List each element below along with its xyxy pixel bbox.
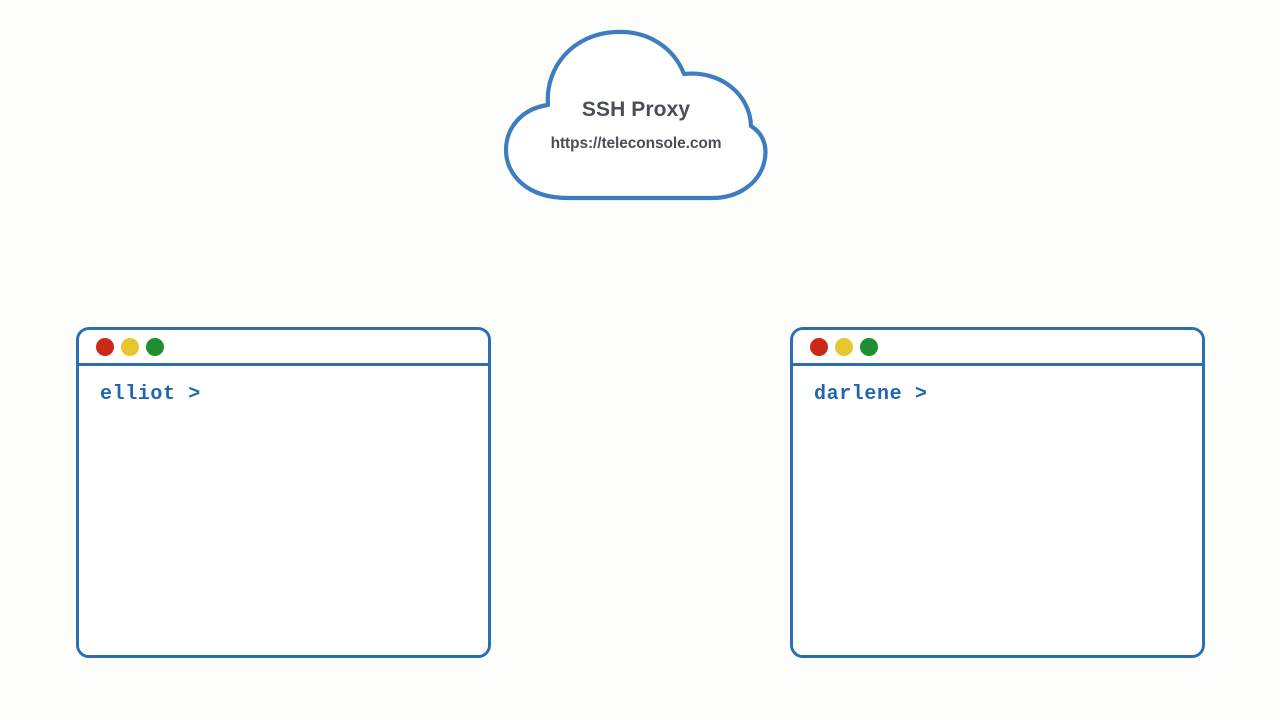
close-button-icon[interactable] bbox=[96, 337, 114, 356]
elliot-terminal-body[interactable]: elliot > bbox=[79, 366, 488, 655]
minimize-button-icon[interactable] bbox=[121, 337, 139, 356]
elliot-shell-prompt: elliot > bbox=[100, 383, 201, 406]
darlene-terminal-titlebar[interactable] bbox=[793, 330, 1202, 366]
darlene-terminal-window[interactable]: darlene > bbox=[790, 327, 1205, 658]
minimize-button-icon[interactable] bbox=[835, 337, 853, 356]
elliot-terminal-titlebar[interactable] bbox=[79, 330, 488, 366]
maximize-button-icon[interactable] bbox=[860, 337, 878, 356]
cloud-shape-icon bbox=[503, 29, 768, 201]
ssh-proxy-cloud-node: SSH Proxy https://teleconsole.com bbox=[498, 22, 774, 204]
elliot-terminal-window[interactable]: elliot > bbox=[76, 327, 491, 658]
darlene-terminal-body[interactable]: darlene > bbox=[793, 366, 1202, 655]
close-button-icon[interactable] bbox=[810, 337, 828, 356]
darlene-shell-prompt: darlene > bbox=[814, 383, 928, 406]
maximize-button-icon[interactable] bbox=[146, 337, 164, 356]
